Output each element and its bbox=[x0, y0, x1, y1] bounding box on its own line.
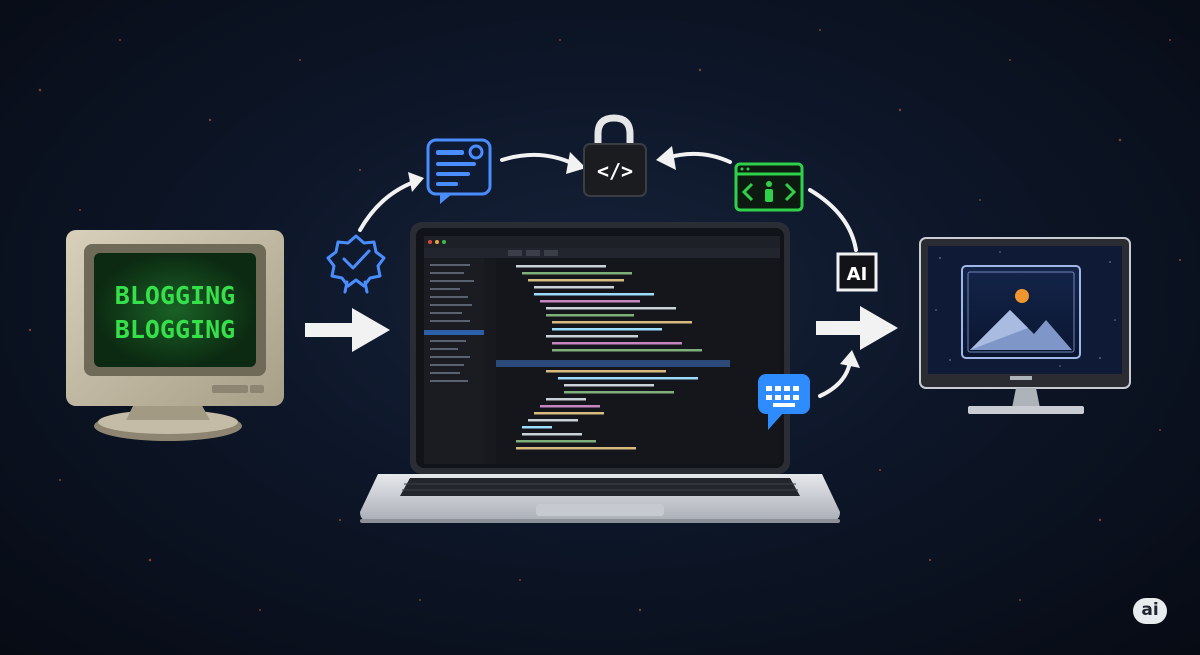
code-lock-icon: </> bbox=[583, 114, 647, 197]
sparkle-background bbox=[28, 29, 1182, 612]
image-placeholder-icon bbox=[961, 265, 1081, 359]
curved-arrow-icon bbox=[664, 151, 732, 164]
verified-badge-icon bbox=[326, 234, 386, 294]
lock-code-label: </> bbox=[597, 159, 633, 183]
curved-arrow-icon bbox=[818, 360, 852, 398]
code-window-icon bbox=[734, 162, 804, 212]
document-card-icon bbox=[426, 138, 492, 204]
crt-line-1: BLOGGING bbox=[115, 281, 235, 310]
ai-watermark-badge: ai bbox=[1133, 598, 1167, 624]
trackpad bbox=[536, 504, 664, 516]
keyboard-chat-icon bbox=[758, 374, 810, 430]
crt-power-button bbox=[250, 385, 264, 393]
retro-monitor: BLOGGING BLOGGING bbox=[66, 230, 284, 441]
crt-button bbox=[212, 385, 248, 393]
laptop bbox=[360, 222, 840, 523]
code-lines bbox=[516, 265, 702, 450]
curved-arrow-icon bbox=[808, 188, 858, 252]
arrow-right-icon bbox=[816, 306, 898, 350]
curved-arrow-icon bbox=[500, 152, 576, 166]
ai-box-icon: AI bbox=[836, 252, 878, 292]
modern-monitor bbox=[919, 237, 1131, 414]
ai-box-label: AI bbox=[847, 264, 868, 285]
crt-line-2: BLOGGING bbox=[115, 315, 235, 344]
keyboard bbox=[400, 478, 800, 496]
curved-arrow-icon bbox=[358, 180, 416, 232]
arrow-right-icon bbox=[305, 308, 390, 352]
code-editor-screen bbox=[424, 236, 780, 464]
